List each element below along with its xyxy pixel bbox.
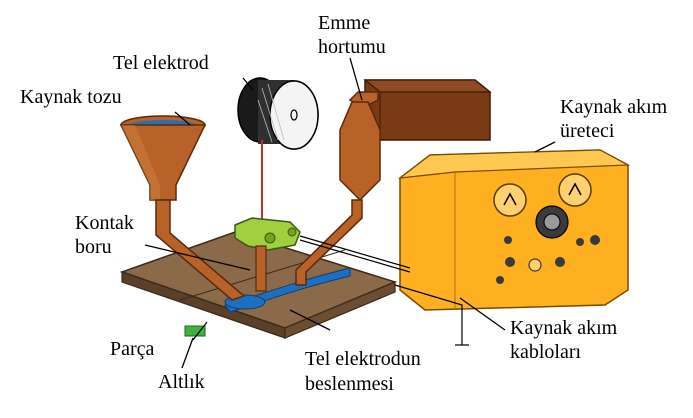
label-wire-electrode: Tel elektrod bbox=[113, 52, 209, 74]
label-cables-line1: Kaynak akım bbox=[510, 317, 618, 339]
contact-head bbox=[234, 217, 301, 292]
power-cables bbox=[299, 235, 469, 346]
flux-hopper bbox=[119, 115, 246, 301]
wire-reel bbox=[237, 77, 319, 150]
label-contact-tube-line1: Kontak bbox=[75, 212, 134, 234]
label-power-source-line2: üreteci bbox=[560, 120, 615, 142]
suction-system bbox=[295, 79, 492, 286]
label-wire-feed-line2: beslenmesi bbox=[305, 373, 394, 395]
label-wire-feed-line1: Tel elektrodun bbox=[305, 348, 421, 370]
label-suction-hose-line1: Emme bbox=[318, 12, 371, 34]
label-cables-line2: kabloları bbox=[510, 341, 582, 363]
backing-bar bbox=[184, 325, 206, 337]
leader-lines bbox=[144, 57, 556, 369]
label-flux: Kaynak tozu bbox=[20, 86, 122, 108]
label-backing: Altlık bbox=[158, 371, 205, 393]
power-source bbox=[397, 149, 631, 311]
label-power-source-line1: Kaynak akım bbox=[560, 96, 668, 118]
label-suction-hose-line2: hortumu bbox=[318, 36, 386, 58]
label-contact-tube-line2: boru bbox=[75, 236, 112, 258]
label-workpiece: Parça bbox=[110, 338, 155, 360]
